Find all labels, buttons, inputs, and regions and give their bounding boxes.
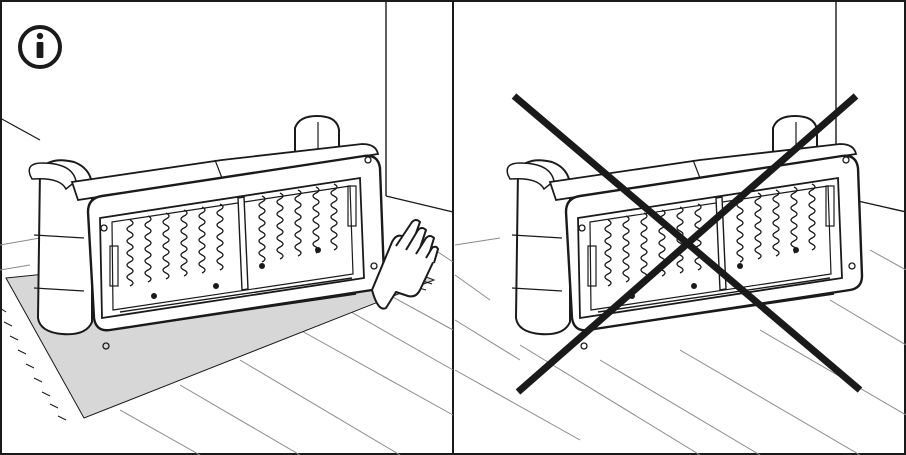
cross-mark-icon [511, 93, 863, 395]
hand-icon [371, 219, 439, 310]
wall-floor-line-left [0, 117, 41, 141]
wall-floor-line [385, 195, 454, 213]
panel-correct [0, 0, 454, 455]
sofa-face-down [507, 116, 862, 349]
info-icon [18, 25, 62, 69]
panel-incorrect [454, 0, 906, 455]
